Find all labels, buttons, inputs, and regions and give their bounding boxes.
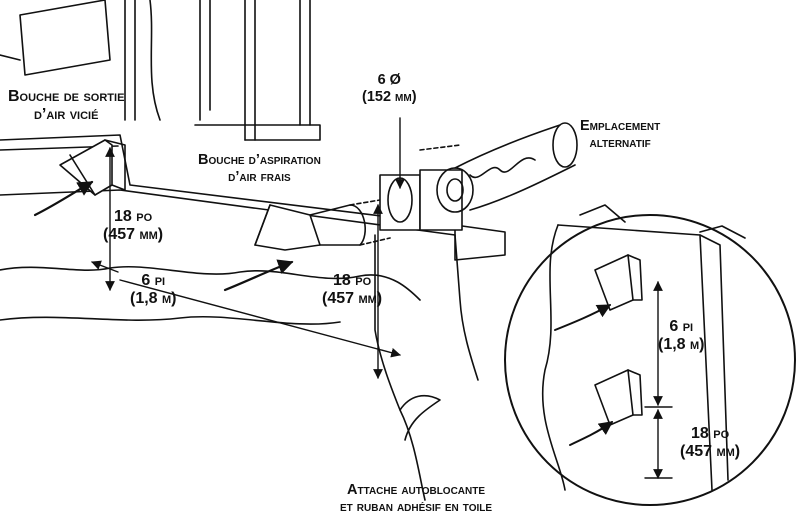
flex-duct <box>349 122 578 246</box>
inset-spacing-label: 6 pi (1,8 m) <box>658 318 705 354</box>
dimension-lines <box>91 117 405 379</box>
fastener-label: Attache autoblocante et ruban adhésif en… <box>340 482 493 515</box>
exhaust-flow-arrow <box>33 180 94 217</box>
inset-upper-arrow <box>554 304 612 331</box>
intake-height-label: 18 po (457 mm) <box>322 272 383 308</box>
intake-flow-arrow <box>223 259 294 292</box>
inset-lower-arrow <box>569 421 614 446</box>
inset-circle <box>504 204 796 506</box>
inset-height-label: 18 po (457 mm) <box>680 425 741 461</box>
wall-studs <box>124 0 321 141</box>
duct-diameter-label: 6 Ø (152 mm) <box>362 72 417 105</box>
upper-wall-panel <box>0 0 111 76</box>
alternate-location-label: Emplacement alternatif <box>580 118 661 151</box>
exhaust-height-label: 18 po (457 mm) <box>103 208 164 244</box>
exhaust-hood-label: Bouche de sortie d’air vicié <box>8 88 125 124</box>
intake-hood-label: Bouche d’aspiration d’air frais <box>198 152 321 185</box>
foundation-wall <box>0 234 479 501</box>
inset-upper-hood <box>594 254 643 311</box>
hood-spacing-label: 6 pi (1,8 m) <box>130 272 177 308</box>
inset-dimension-lines <box>644 281 673 479</box>
inset-lower-hood <box>594 369 643 426</box>
